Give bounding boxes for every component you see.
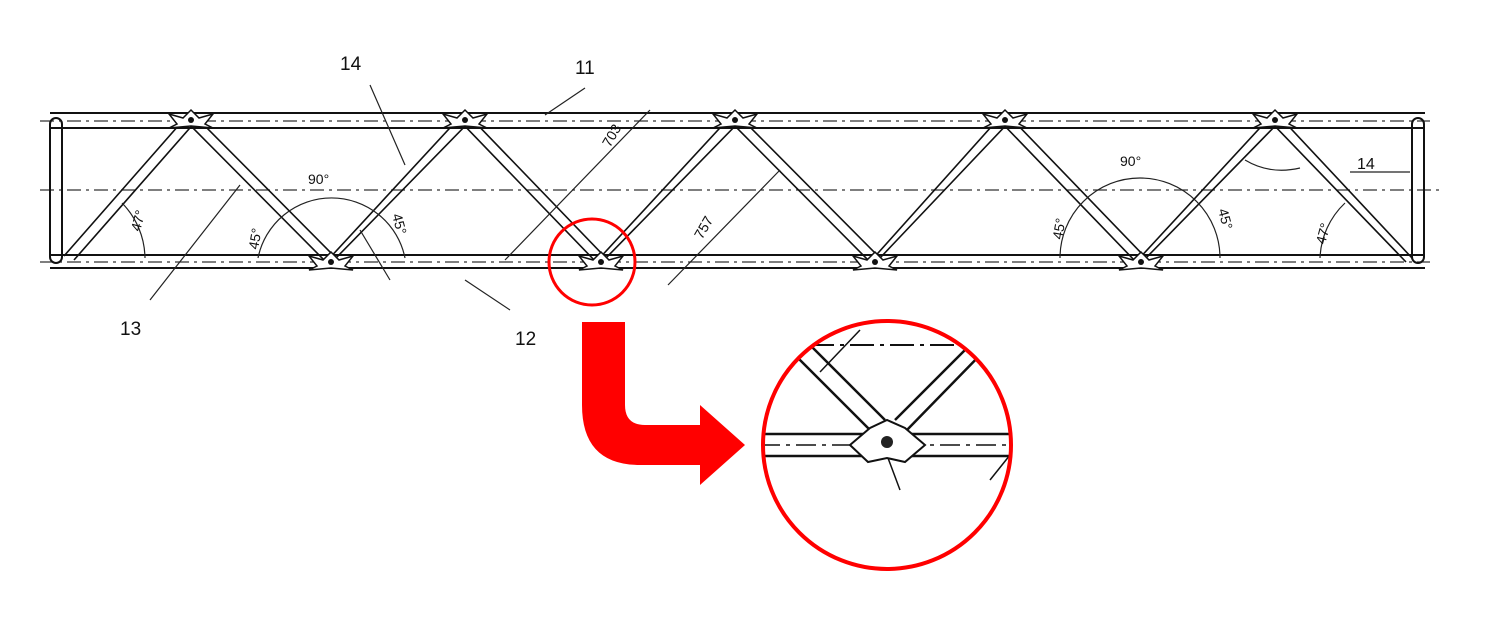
callout-arrow [582,322,745,485]
angle-90-left: 90° [308,171,329,187]
angle-90-right: 90° [1120,153,1141,169]
angle-47-left: 47° [127,208,148,233]
end-posts [49,117,1425,264]
label-13: 13 [120,319,141,340]
highlight-circle [547,217,637,307]
leader-lines [149,84,1410,311]
dimension-757: 757 [691,213,717,241]
angle-45-left-a: 45° [245,227,264,251]
label-14-left: 14 [340,54,362,75]
label-12: 12 [515,329,536,350]
angle-arcs [121,159,1346,259]
angle-47-right: 47° [1312,221,1333,246]
angle-45-right-b: 45° [1215,207,1236,232]
label-14-right: 14 [1357,156,1375,173]
bottom-chord [40,254,1430,269]
zoom-circle [761,319,1013,571]
dimension-703: 703 [599,121,625,149]
angle-45-left-b: 45° [389,212,410,237]
web-diagonals [63,116,1413,263]
label-11: 11 [575,58,595,79]
angle-45-right-a: 45° [1049,217,1068,241]
